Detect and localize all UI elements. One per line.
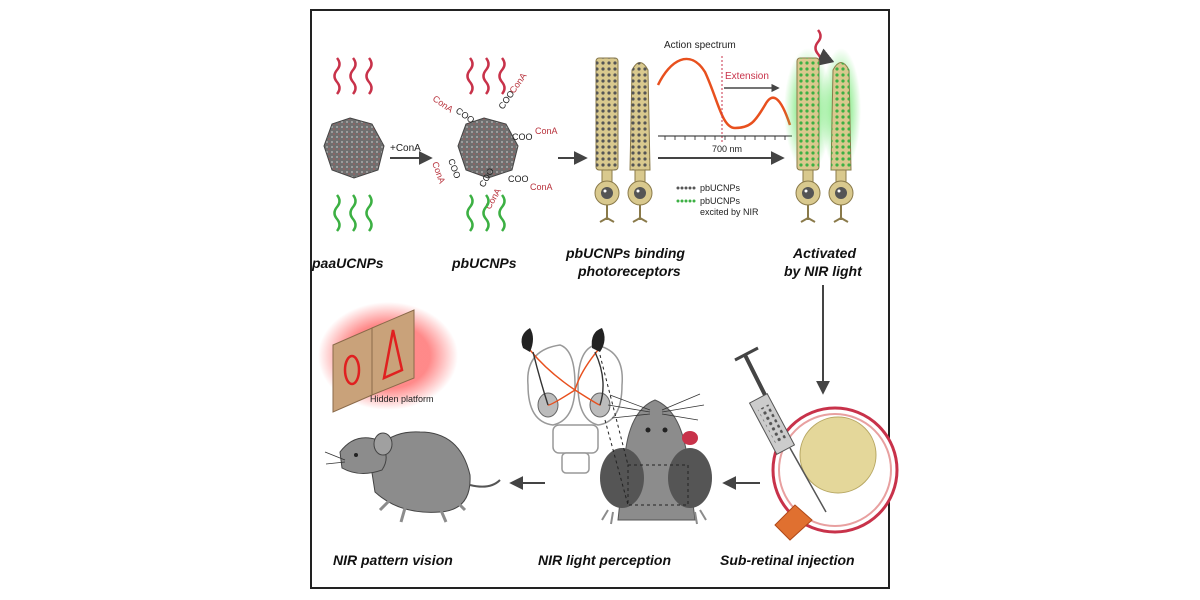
- rod-cell: [594, 57, 620, 223]
- pbucnps-label: pbUCNPs: [451, 255, 517, 271]
- injection-stage: Sub-retinal injection: [720, 346, 899, 568]
- activated-label-line1: Activated: [792, 245, 856, 261]
- mouse-ears-top: [521, 328, 605, 352]
- nanoparticle-coated: [457, 117, 519, 179]
- legend-green-dots: [676, 199, 696, 203]
- projection-lines: [599, 354, 629, 506]
- triangle-pattern-icon: [382, 329, 404, 381]
- syringe: [734, 346, 827, 513]
- green-emission-waves-1: [333, 194, 373, 232]
- action-spectrum-inset: Action spectrum Extension 700 nm: [656, 40, 792, 154]
- nanoparticle-bare: [323, 117, 385, 179]
- axis-ticks: [664, 136, 786, 140]
- legend-excited-line2: excited by NIR: [700, 207, 759, 217]
- pattern-stage: Hidden platform NIR pattern vision: [318, 302, 501, 568]
- nir-spot: [682, 431, 698, 445]
- binding-label-line2: photoreceptors: [577, 263, 681, 279]
- coo-label: COO: [508, 174, 529, 184]
- injection-label: Sub-retinal injection: [720, 552, 855, 568]
- hidden-platform-label: Hidden platform: [370, 394, 434, 404]
- plus-cona-label: +ConA: [390, 143, 421, 154]
- mouse-body: [324, 431, 501, 523]
- legend-pbucnps: pbUCNPs: [700, 183, 741, 193]
- circle-pattern-icon: [343, 354, 361, 386]
- perception-stage: NIR light perception: [521, 328, 712, 568]
- legend-excited-line1: pbUCNPs: [700, 196, 741, 206]
- action-spectrum-curve: [656, 57, 792, 130]
- activated-rod-cell: [795, 57, 821, 223]
- action-spectrum-title: Action spectrum: [664, 40, 736, 51]
- cone-cell: [627, 62, 653, 223]
- optic-nerve: [774, 504, 813, 541]
- paaucnps-stage: paaUCNPs: [311, 57, 385, 271]
- green-emission-waves-2: [466, 194, 506, 232]
- activated-stage: Activated by NIR light: [784, 29, 863, 279]
- photoreceptors-stage: pbUCNPs binding photoreceptors: [565, 57, 685, 279]
- pattern-panels: [332, 309, 415, 413]
- legend-gray-dots: [676, 186, 696, 190]
- cona-label: ConA: [530, 182, 553, 192]
- coo-label: COO: [512, 132, 533, 142]
- wavelength-label: 700 nm: [712, 144, 742, 154]
- visual-pathways: [529, 349, 604, 406]
- mouse-head: [600, 393, 712, 525]
- nir-excitation-waves-1: [333, 57, 373, 95]
- cona-label: ConA: [535, 126, 558, 136]
- extension-label: Extension: [725, 71, 769, 82]
- nir-excitation-wave-3: [814, 29, 835, 67]
- pattern-label: NIR pattern vision: [333, 552, 453, 568]
- nir-excitation-waves-2: [466, 57, 506, 95]
- particle-legend: pbUCNPs pbUCNPs excited by NIR: [676, 183, 759, 217]
- binding-label-line1: pbUCNPs binding: [565, 245, 685, 261]
- lens: [799, 416, 877, 494]
- activated-cone-cell: [828, 62, 854, 223]
- activated-label-line2: by NIR light: [784, 263, 863, 279]
- perception-label: NIR light perception: [538, 552, 671, 568]
- paaucnps-label: paaUCNPs: [311, 255, 384, 271]
